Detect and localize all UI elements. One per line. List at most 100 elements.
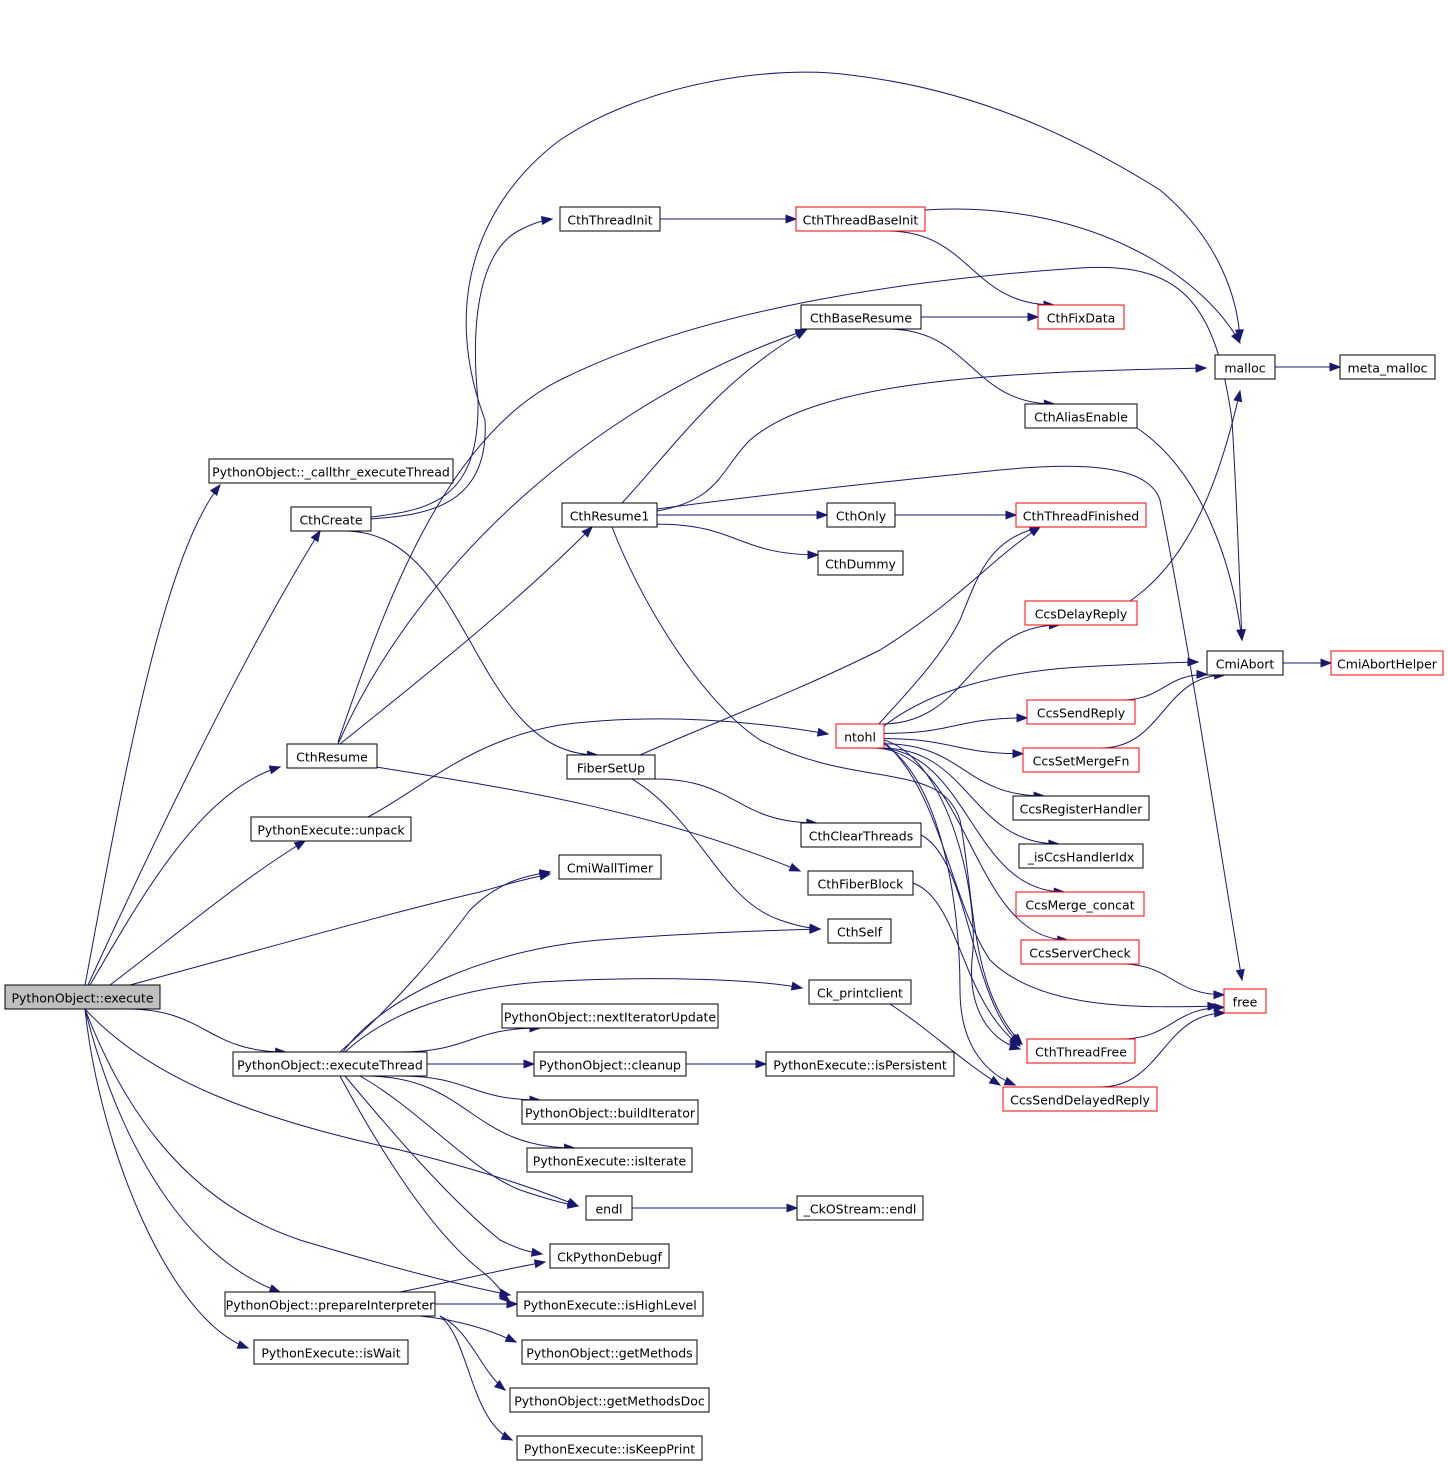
node-ckOStreamEndl[interactable]: _CkOStream::endl (796, 1195, 924, 1221)
node-endl[interactable]: endl (585, 1195, 633, 1221)
arrowhead (236, 1340, 250, 1349)
node-free[interactable]: free (1223, 988, 1267, 1014)
node-box (1339, 354, 1436, 380)
arrowhead (1027, 312, 1040, 322)
node-ccsServerCheck[interactable]: CcsServerCheck (1020, 939, 1140, 965)
node-ccsDelayReply[interactable]: CcsDelayReply (1024, 600, 1138, 626)
node-getMethodsDoc[interactable]: PythonObject::getMethodsDoc (509, 1387, 710, 1413)
node-isHighLevel[interactable]: PythonExecute::isHighLevel (516, 1291, 704, 1317)
node-buildIterator[interactable]: PythonObject::buildIterator (521, 1099, 699, 1125)
node-execute[interactable]: PythonObject::execute (4, 984, 161, 1010)
edge-layer (84, 71, 1342, 1441)
node-isPersistent[interactable]: PythonExecute::isPersistent (765, 1051, 955, 1077)
node-label: free (1233, 995, 1258, 1010)
node-box (765, 1051, 955, 1077)
node-label: CmiAbort (1216, 657, 1275, 672)
edge-ccsServerCheck-to-free (1120, 963, 1226, 1000)
arrowhead (1187, 657, 1200, 667)
arrowhead (1005, 510, 1018, 520)
edge-execute-to-cmiWallTimer (129, 871, 552, 986)
node-box (549, 1243, 670, 1269)
node-executeThread[interactable]: PythonObject::executeThread (232, 1051, 428, 1077)
node-cthResume[interactable]: CthResume (286, 743, 378, 769)
node-isWait[interactable]: PythonExecute::isWait (253, 1339, 409, 1365)
node-malloc[interactable]: malloc (1214, 354, 1276, 380)
edge-execute-to-endl (84, 1008, 580, 1207)
node-isIterate[interactable]: PythonExecute::isIterate (526, 1147, 693, 1173)
node-label: PythonExecute::isIterate (533, 1154, 687, 1169)
node-callthr[interactable]: PythonObject::_callthr_executeThread (208, 458, 454, 484)
node-prepareInterpreter[interactable]: PythonObject::prepareInterpreter (224, 1291, 436, 1317)
node-ckPythonDebugf[interactable]: CkPythonDebugf (549, 1243, 670, 1269)
node-label: CthClearThreads (809, 829, 913, 844)
edge-execute-to-callthr (84, 483, 221, 986)
node-box (826, 502, 896, 528)
node-metaMalloc[interactable]: meta_malloc (1339, 354, 1436, 380)
node-ckPrintclient[interactable]: Ck_printclient (808, 979, 912, 1005)
node-cthThreadFree[interactable]: CthThreadFree (1026, 1038, 1136, 1064)
node-box (526, 1147, 693, 1173)
node-unpack[interactable]: PythonExecute::unpack (250, 816, 412, 842)
node-nextIteratorUpdate[interactable]: PythonObject::nextIteratorUpdate (501, 1003, 719, 1029)
edge-cthResume1-to-free (656, 465, 1245, 982)
node-ntohl[interactable]: ntohl (835, 723, 885, 749)
arrowhead (1235, 968, 1245, 982)
node-cthSelf[interactable]: CthSelf (827, 918, 892, 944)
arrowhead (1230, 331, 1241, 345)
arrowhead (816, 727, 830, 737)
edge-executeThread-to-cleanup (427, 1059, 536, 1069)
node-isCcsHandlerIdx[interactable]: _isCcsHandlerIdx (1018, 843, 1144, 869)
node-cthThreadFinished[interactable]: CthThreadFinished (1015, 502, 1147, 528)
node-cthCreate[interactable]: CthCreate (290, 506, 372, 532)
edge-line (621, 329, 807, 504)
node-label: FiberSetUp (577, 761, 645, 776)
edge-executeThread-to-ckPythonDebugf (344, 1075, 544, 1257)
edge-execute-to-cthResume (89, 765, 282, 986)
node-box (795, 206, 926, 232)
node-label: _isCcsHandlerIdx (1027, 850, 1135, 865)
edge-line (883, 739, 1021, 1050)
node-ccsRegisterHandler[interactable]: CcsRegisterHandler (1012, 795, 1150, 821)
node-label: CkPythonDebugf (557, 1250, 662, 1265)
arrowhead (1195, 363, 1208, 373)
node-cmiAbort[interactable]: CmiAbort (1206, 650, 1284, 676)
node-box (516, 1435, 703, 1461)
edge-line (109, 840, 306, 986)
node-label: PythonExecute::isWait (261, 1346, 400, 1361)
arrowhead (790, 981, 804, 991)
node-cthAliasEnable[interactable]: CthAliasEnable (1024, 403, 1138, 429)
edge-line (887, 328, 1055, 405)
node-cthFiberBlock[interactable]: CthFiberBlock (807, 870, 914, 896)
node-ccsMergeConcat[interactable]: CcsMerge_concat (1015, 891, 1145, 917)
node-label: PythonObject::buildIterator (525, 1106, 696, 1121)
node-cthClearThreads[interactable]: CthClearThreads (800, 822, 922, 848)
edge-line (439, 1315, 513, 1441)
node-cthBaseResume[interactable]: CthBaseResume (800, 304, 922, 330)
node-cthThreadBaseInit[interactable]: CthThreadBaseInit (795, 206, 926, 232)
node-cthOnly[interactable]: CthOnly (826, 502, 896, 528)
node-cthResume1[interactable]: CthResume1 (561, 502, 658, 528)
node-ccsSendDelayedReply[interactable]: CcsSendDelayedReply (1002, 1086, 1158, 1112)
node-box (800, 822, 922, 848)
edge-line (419, 1315, 517, 1343)
node-box (1026, 1038, 1136, 1064)
node-fiberSetUp[interactable]: FiberSetUp (566, 754, 656, 780)
node-cleanup[interactable]: PythonObject::cleanup (533, 1051, 687, 1077)
edge-line (639, 526, 1041, 756)
node-isKeepPrint[interactable]: PythonExecute::isKeepPrint (516, 1435, 703, 1461)
node-getMethods[interactable]: PythonObject::getMethods (521, 1339, 698, 1365)
node-ccsSetMergeFn[interactable]: CcsSetMergeFn (1022, 747, 1140, 773)
node-ccsSendReply[interactable]: CcsSendReply (1026, 699, 1136, 725)
node-cthFixData[interactable]: CthFixData (1037, 304, 1125, 330)
arrowhead (209, 483, 221, 497)
edge-line (84, 1008, 511, 1296)
node-cmiWallTimer[interactable]: CmiWallTimer (558, 854, 662, 880)
node-cmiAbortHelper[interactable]: CmiAbortHelper (1330, 650, 1444, 676)
node-cthDummy[interactable]: CthDummy (817, 550, 904, 576)
node-cthThreadInit[interactable]: CthThreadInit (559, 206, 661, 232)
edge-line (399, 1027, 541, 1053)
edge-cthResume1-to-cthDummy (656, 523, 820, 560)
edge-endl-to-ckOStreamEndl (632, 1203, 799, 1213)
edge-line (344, 1075, 543, 1255)
